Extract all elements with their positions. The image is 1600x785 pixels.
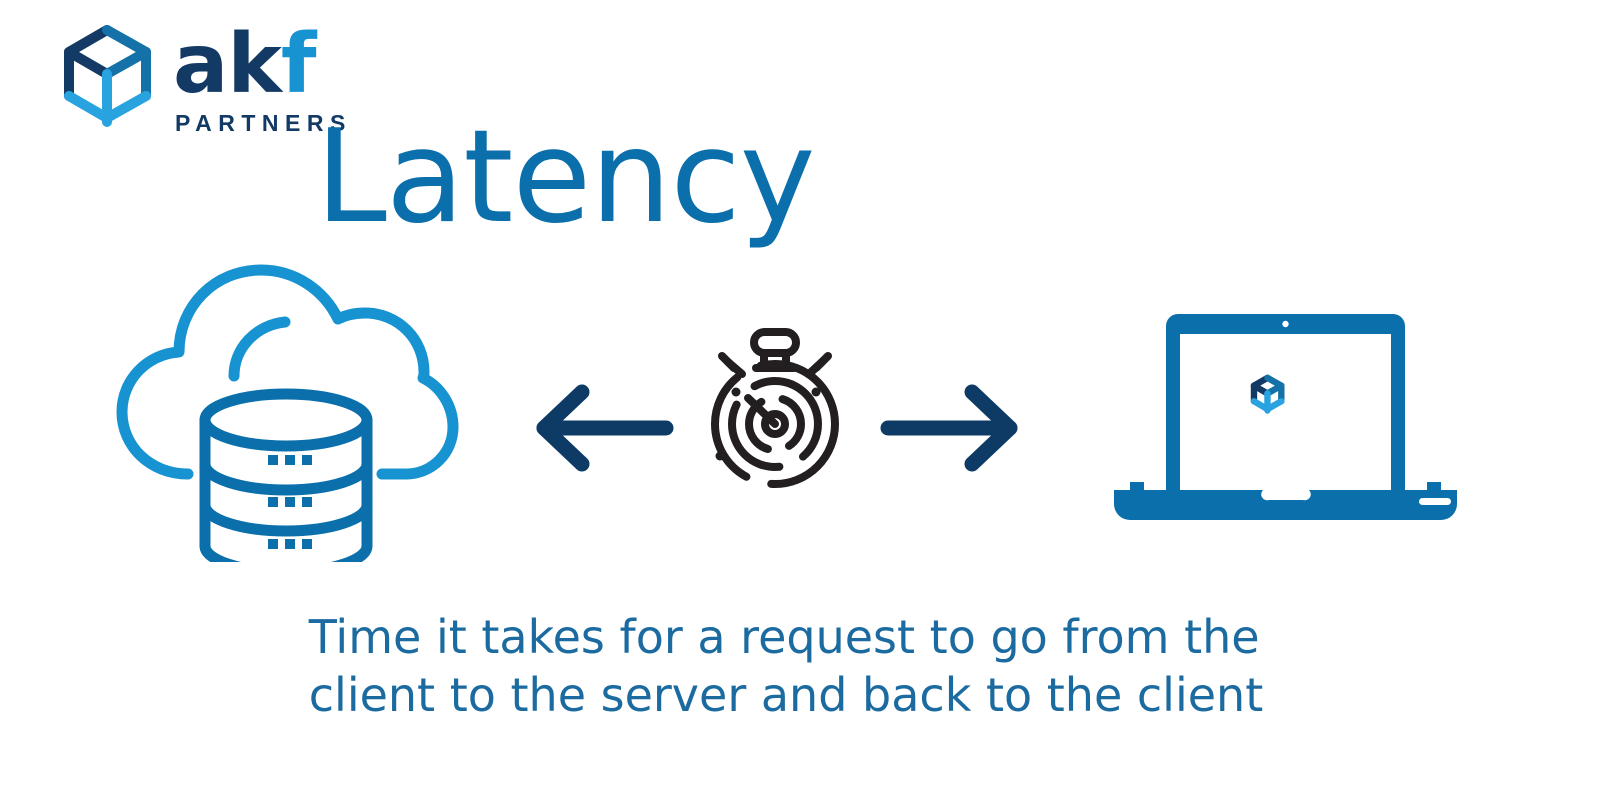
arrow-right-icon xyxy=(880,382,1030,474)
akf-wordmark: akf PARTNERS xyxy=(173,24,348,140)
page-title: Latency xyxy=(0,112,1600,244)
wordmark-letter-f: f xyxy=(280,17,317,112)
page-title-text: Latency xyxy=(315,103,816,252)
brand-subtitle: PARTNERS xyxy=(175,110,352,136)
arrow-left-icon xyxy=(524,382,674,474)
laptop-screen-cube-logo-icon xyxy=(1250,374,1285,414)
database-status-dots xyxy=(268,455,312,549)
laptop-screen xyxy=(1180,334,1391,494)
laptop-trackpad xyxy=(1261,490,1311,501)
stopwatch-icon xyxy=(692,326,858,492)
cloud-database-icon xyxy=(110,252,460,578)
laptop-side-indicator xyxy=(1419,498,1451,505)
caption: Time it takes for a request to go from t… xyxy=(0,608,1600,724)
wordmark-letter-a: a xyxy=(173,17,228,112)
akf-wordmark-letters: akf xyxy=(173,24,317,106)
wordmark-letter-k: k xyxy=(227,17,282,112)
akf-partners-logo: akf PARTNERS xyxy=(55,22,345,142)
laptop-base xyxy=(1114,490,1457,520)
laptop-webcam-icon xyxy=(1282,320,1289,328)
caption-line-1: Time it takes for a request to go from t… xyxy=(308,610,1260,664)
stopwatch-tick-dots xyxy=(715,387,821,461)
akf-cube-logo-mark-icon xyxy=(55,22,160,130)
caption-line-2: client to the server and back to the cli… xyxy=(308,668,1264,722)
laptop-icon xyxy=(1108,300,1463,522)
